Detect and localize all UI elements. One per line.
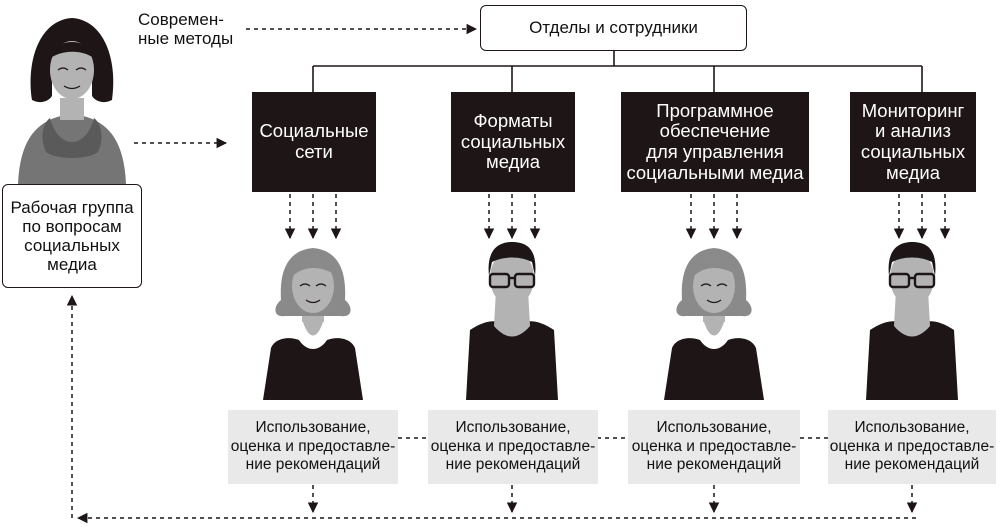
tree-connectors bbox=[312, 50, 923, 92]
working-group-box: Рабочая группа по вопросам социальных ме… bbox=[2, 184, 142, 288]
working-group-person bbox=[18, 18, 126, 184]
dept-title: Форматы социальных медиа bbox=[460, 109, 566, 173]
dept-box-management-software: Программное обеспечение для управления с… bbox=[621, 92, 809, 192]
person-man-1 bbox=[466, 242, 558, 400]
dept-box-social-media-formats: Форматы социальных медиа bbox=[451, 92, 575, 192]
dept-title: Мониторинг и анализ социальных медиа bbox=[860, 99, 966, 183]
departments-label: Отделы и сотрудники bbox=[529, 18, 698, 38]
result-box-3: Использование, оценка и предоставле- ние… bbox=[628, 410, 800, 484]
result-box-4: Использование, оценка и предоставле- ние… bbox=[828, 410, 996, 484]
departments-box: Отделы и сотрудники bbox=[480, 5, 747, 51]
person-woman-1 bbox=[263, 248, 363, 400]
dept-title: Социальные сети bbox=[259, 120, 369, 162]
dept-title: Программное обеспечение для управления с… bbox=[626, 99, 804, 183]
modern-methods-label: Современ- ные методы bbox=[138, 9, 234, 48]
dept-box-monitoring-analysis: Мониторинг и анализ социальных медиа bbox=[850, 92, 976, 192]
result-label: Использование, оценка и предоставле- ние… bbox=[631, 419, 797, 474]
result-label: Использование, оценка и предоставле- ние… bbox=[829, 419, 995, 474]
result-box-1: Использование, оценка и предоставле- ние… bbox=[228, 410, 398, 484]
working-group-label: Рабочая группа по вопросам социальных ме… bbox=[10, 197, 134, 275]
person-man-2 bbox=[866, 242, 958, 400]
dept-box-social-networks: Социальные сети bbox=[252, 92, 376, 192]
dashed-arrows bbox=[66, 23, 951, 524]
result-label: Использование, оценка и предоставле- ние… bbox=[430, 419, 596, 474]
result-label: Использование, оценка и предоставле- ние… bbox=[230, 419, 396, 474]
result-box-2: Использование, оценка и предоставле- ние… bbox=[428, 410, 598, 484]
person-woman-2 bbox=[664, 248, 764, 400]
